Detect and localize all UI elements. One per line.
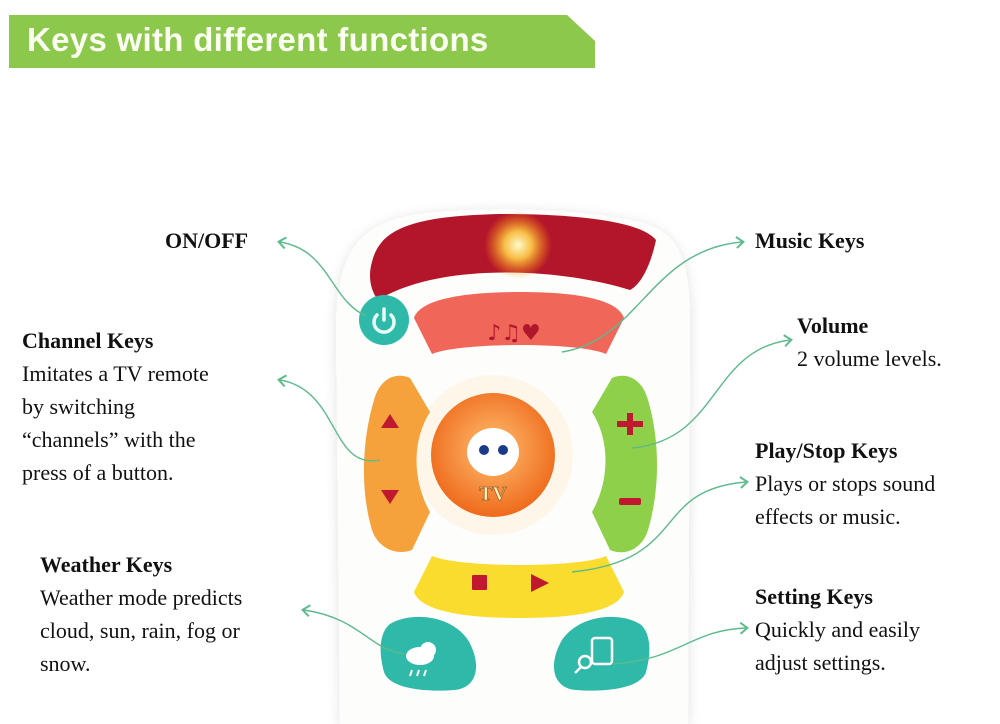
- callout-setting-keys: Setting Keys Quickly and easily adjust s…: [755, 580, 920, 679]
- play-icon: [531, 574, 549, 592]
- arrow-music: [561, 236, 745, 353]
- callout-line: 2 volume levels.: [797, 346, 942, 371]
- banner-title: Keys with different functions: [27, 21, 489, 58]
- callout-line: Quickly and easily: [755, 617, 920, 642]
- callout-volume: Volume 2 volume levels.: [797, 309, 942, 375]
- callout-title: Play/Stop Keys: [755, 438, 898, 463]
- callout-title: Setting Keys: [755, 584, 873, 609]
- arrow-on-off: [277, 236, 367, 317]
- arrow-weather: [301, 604, 405, 655]
- callout-weather-keys: Weather Keys Weather mode predicts cloud…: [40, 548, 242, 680]
- power-icon: [372, 307, 396, 334]
- callout-line: Imitates a TV remote: [22, 361, 209, 386]
- music-key: ♪♫♥: [414, 292, 624, 354]
- volume-up-icon: [617, 413, 643, 435]
- setting-key: [553, 616, 650, 691]
- music-notes-icon: ♪♫♥: [487, 321, 541, 346]
- callout-line: snow.: [40, 651, 91, 676]
- play-stop-keys: [414, 556, 624, 618]
- arrow-play-stop: [571, 476, 749, 573]
- callout-title: Volume: [797, 313, 869, 338]
- callout-line: effects or music.: [755, 504, 901, 529]
- callout-line: adjust settings.: [755, 650, 886, 675]
- callout-line: by switching: [22, 394, 136, 419]
- channel-keys: [363, 375, 430, 552]
- channel-up-icon: [381, 414, 399, 428]
- cloud-weather-icon: [406, 642, 436, 677]
- callout-title: ON/OFF: [165, 228, 249, 253]
- callout-line: Weather mode predicts: [40, 585, 243, 610]
- callout-title: Weather Keys: [40, 552, 173, 577]
- volume-down-icon: [619, 498, 641, 505]
- stop-icon: [472, 575, 487, 590]
- magnifier-settings-icon: [574, 636, 614, 674]
- center-tv-button: TV: [413, 375, 573, 535]
- callout-title: Channel Keys: [22, 328, 154, 353]
- callout-line: “channels” with the: [22, 427, 196, 452]
- callout-line: press of a button.: [22, 460, 174, 485]
- tv-label: TV: [479, 483, 507, 505]
- callout-channel-keys: Channel Keys Imitates a TV remote by swi…: [22, 324, 209, 489]
- title-banner: Keys with different functions: [9, 15, 595, 68]
- channel-down-icon: [381, 490, 399, 504]
- callout-title: Music Keys: [755, 228, 865, 253]
- weather-key: [380, 616, 477, 691]
- callout-line: Plays or stops sound: [755, 471, 936, 496]
- volume-keys: [592, 375, 657, 553]
- callout-music-keys: Music Keys: [755, 224, 864, 257]
- led-light: [484, 211, 552, 279]
- callout-arrows: [277, 236, 793, 665]
- arrow-setting: [611, 621, 749, 665]
- arrow-volume: [631, 334, 793, 449]
- power-button: [359, 295, 409, 345]
- callout-line: cloud, sun, rain, fog or: [40, 618, 240, 643]
- callout-on-off: ON/OFF: [165, 224, 248, 257]
- arrow-channel: [277, 374, 381, 462]
- callout-play-stop-keys: Play/Stop Keys Plays or stops sound effe…: [755, 434, 935, 533]
